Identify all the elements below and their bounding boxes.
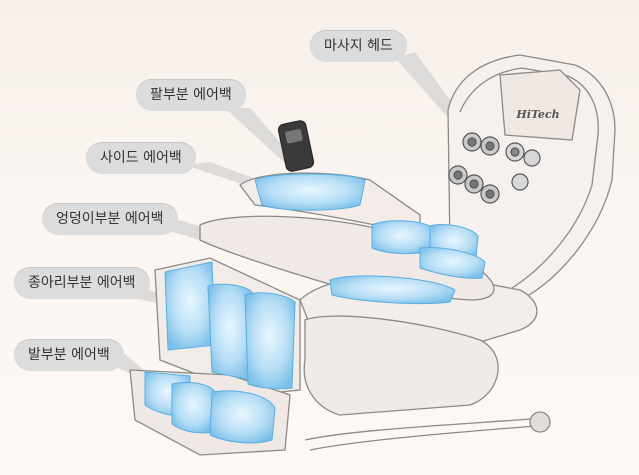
label-arm-airbag: 팔부분 에어백 [136,79,246,111]
calf-airbag-1 [164,261,216,351]
calf-airbag-3 [244,292,296,390]
hip-airbag [329,275,456,305]
headrest [499,69,581,141]
foot-airbag-2 [171,381,216,434]
label-calf-airbag: 종아리부분 에어백 [14,267,150,299]
label-hip-airbag: 엉덩이부분 에어백 [42,203,178,235]
brand-logo: HiTech [515,108,559,121]
pointer-arm [225,108,300,168]
wheel [529,411,551,433]
arm-airbag [254,173,366,211]
label-massage-head: 마사지 헤드 [310,30,407,62]
remote-control [277,120,315,172]
foot-airbag-3 [209,390,276,444]
armrest-lower [199,215,495,301]
base-rail [304,417,546,441]
side-airbag-3 [419,247,486,279]
airbags [144,173,486,444]
label-side-airbag: 사이드 에어백 [86,142,196,174]
base-body [303,315,499,416]
label-foot-airbag: 발부분 에어백 [14,339,124,371]
massage-rollers [448,132,541,204]
